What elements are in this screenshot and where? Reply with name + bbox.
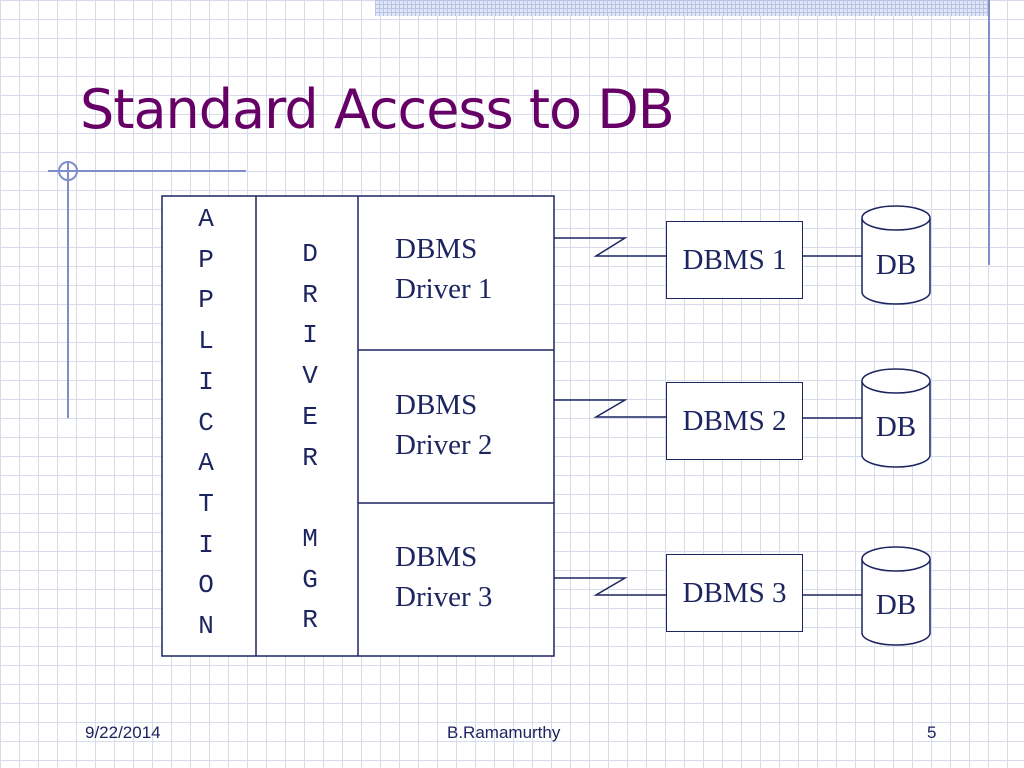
driver-3-line2: Driver 3 [395,581,493,613]
driver-2-line2: Driver 2 [395,429,493,461]
connection-line-3 [554,577,666,596]
footer-page-number: 5 [927,723,937,742]
driver-1-label: DBMS Driver 1 [395,229,492,309]
database-3-label: DB [875,589,917,621]
database-1-label: DB [875,249,917,281]
header-pattern-band [375,0,990,16]
database-cylinder-3 [861,546,931,646]
driver-3-label: DBMS Driver 3 [395,537,492,617]
dbms-1-box: DBMS 1 [666,221,803,299]
title-underline [48,170,246,172]
database-2-label: DB [875,411,917,443]
database-cylinder-1 [861,205,931,305]
footer-date: 9/22/2014 [85,723,161,742]
connection-line-1 [554,237,666,257]
driver-1-line2: Driver 1 [395,273,493,305]
driver-2-label: DBMS Driver 2 [395,385,492,465]
crosshair-ornament [58,161,78,181]
right-accent-line [988,0,990,265]
driver-1-line1: DBMS [395,233,478,265]
dbms-3-box: DBMS 3 [666,554,803,632]
connection-line-2 [554,399,666,418]
driver-2-line1: DBMS [395,389,478,421]
slide-title: Standard Access to DB [80,78,675,141]
database-cylinder-2 [861,368,931,468]
left-accent-line [67,163,69,418]
dbms-2-box: DBMS 2 [666,382,803,460]
footer-author: B.Ramamurthy [447,723,561,742]
driver-3-line1: DBMS [395,541,478,573]
